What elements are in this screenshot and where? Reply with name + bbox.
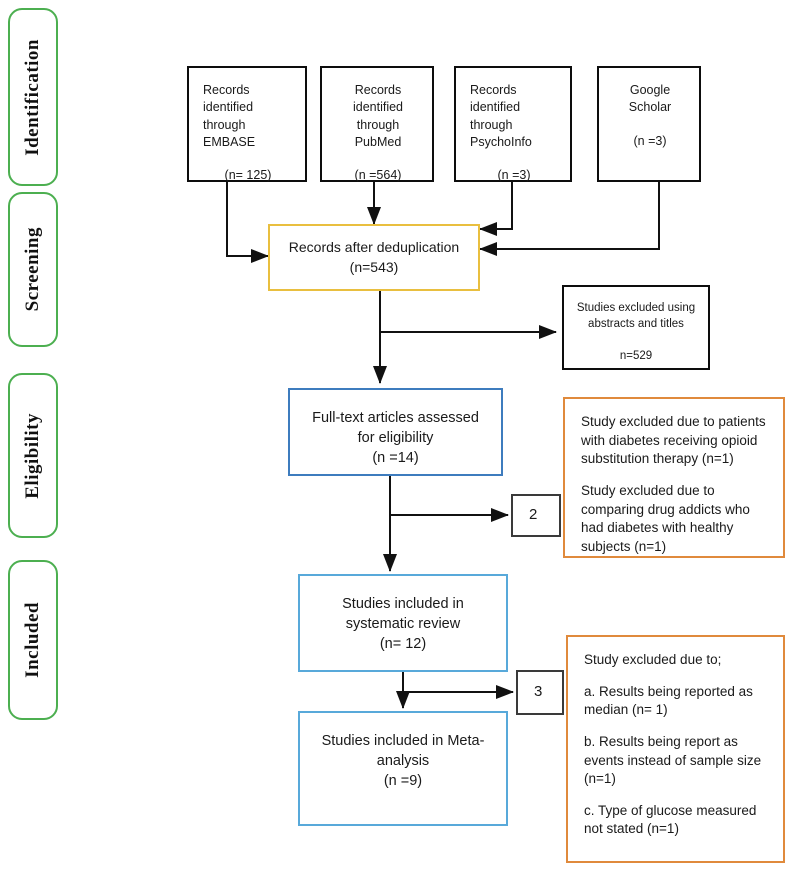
source-box-psychoinfo-line3: PsychoInfo — [470, 134, 532, 149]
source-box-psychoinfo-count: (n =3) — [497, 168, 531, 182]
source-box-embase-line3: through EMBASE — [203, 117, 256, 149]
systematic-review-box: Studies included in systematic review (n… — [298, 574, 508, 672]
source-box-pubmed-line1: Records — [354, 83, 402, 97]
excluded-abstracts-count: n=529 — [619, 349, 653, 362]
arrow-embase-to-dedup — [226, 182, 269, 263]
excluded-abstracts-line1: Studies excluded using — [576, 302, 696, 314]
source-box-google-scholar: Google Scholar (n =3) — [597, 66, 701, 182]
systematic-review-line2: systematic review — [345, 616, 461, 632]
fulltext-count: (n =14) — [372, 450, 419, 466]
fulltext-box: Full-text articles assessed for eligibil… — [288, 388, 503, 476]
stage-label-screening-text: Screening — [22, 227, 43, 312]
source-box-pubmed-lines: Records identified through PubMed — [336, 82, 420, 151]
source-box-embase-lines: Records identified through EMBASE — [203, 82, 293, 151]
source-box-google-scholar-line1: Google Scholar — [628, 83, 672, 115]
included-excluded-item-b: b. Results being report as events instea… — [584, 733, 762, 787]
arrow-googlescholar-to-dedup — [479, 182, 660, 256]
excluded-abstracts-line2: abstracts and titles — [588, 317, 684, 330]
source-box-pubmed-line2: identified — [352, 100, 404, 115]
source-box-embase: Records identified through EMBASE (n= 12… — [187, 66, 307, 182]
dedup-box: Records after deduplication (n=543) — [268, 224, 480, 291]
included-excluded-badge-text: 3 — [534, 683, 543, 701]
source-box-pubmed-line3: through PubMed — [354, 117, 402, 149]
eligibility-excluded-badge: 2 — [511, 494, 561, 537]
source-box-pubmed-count: (n =564) — [354, 168, 402, 182]
fulltext-line2: for eligibility — [357, 430, 434, 446]
arrow-psychoinfo-to-dedup — [479, 182, 513, 236]
meta-analysis-box: Studies included in Meta- analysis (n =9… — [298, 711, 508, 826]
stage-label-eligibility-text: Eligibility — [22, 412, 43, 499]
excluded-abstracts-box: Studies excluded using abstracts and tit… — [562, 285, 710, 370]
eligibility-excluded-badge-text: 2 — [529, 506, 538, 524]
included-excluded-item-c: c. Type of glucose measured not stated (… — [584, 802, 757, 837]
source-box-embase-count: (n= 125) — [224, 168, 272, 182]
meta-analysis-line2: analysis — [376, 753, 430, 769]
source-box-embase-line1: Records — [203, 83, 250, 97]
source-box-psychoinfo-line1: Records identified — [470, 83, 521, 115]
stage-label-identification: Identification — [8, 8, 58, 186]
source-box-psychoinfo-line2: through — [470, 117, 513, 132]
eligibility-excluded-para1: Study excluded due to patients with diab… — [581, 414, 766, 467]
eligibility-excluded-box: Study excluded due to patients with diab… — [563, 397, 785, 558]
meta-analysis-count: (n =9) — [383, 773, 423, 789]
dedup-box-line1: Records after deduplication — [288, 239, 460, 256]
source-box-embase-line2: identified — [203, 100, 254, 115]
included-excluded-badge: 3 — [516, 670, 564, 715]
source-box-google-scholar-count: (n =3) — [633, 133, 667, 148]
dedup-box-line2: (n=543) — [349, 258, 399, 275]
systematic-review-line1: Studies included in — [342, 596, 464, 612]
meta-analysis-line1: Studies included in Meta- — [321, 733, 485, 749]
source-box-pubmed: Records identified through PubMed (n =56… — [320, 66, 434, 182]
stage-label-included-text: Included — [22, 602, 43, 678]
eligibility-excluded-para2: Study excluded due to comparing drug add… — [581, 482, 750, 554]
fulltext-line1: Full-text articles assessed — [312, 410, 479, 426]
included-excluded-heading: Study excluded due to; — [584, 652, 722, 667]
included-excluded-box: Study excluded due to; a. Results being … — [566, 635, 785, 863]
stage-label-eligibility: Eligibility — [8, 373, 58, 538]
systematic-review-count: (n= 12) — [379, 636, 427, 652]
included-excluded-item-a: a. Results being reported as median (n= … — [584, 683, 753, 718]
stage-label-screening: Screening — [8, 192, 58, 347]
stage-label-included: Included — [8, 560, 58, 720]
source-box-google-scholar-lines: Google Scholar — [613, 82, 687, 117]
source-box-psychoinfo: Records identified through PsychoInfo (n… — [454, 66, 572, 182]
source-box-psychoinfo-lines: Records identified through PsychoInfo — [470, 82, 558, 151]
stage-label-identification-text: Identification — [22, 38, 43, 156]
